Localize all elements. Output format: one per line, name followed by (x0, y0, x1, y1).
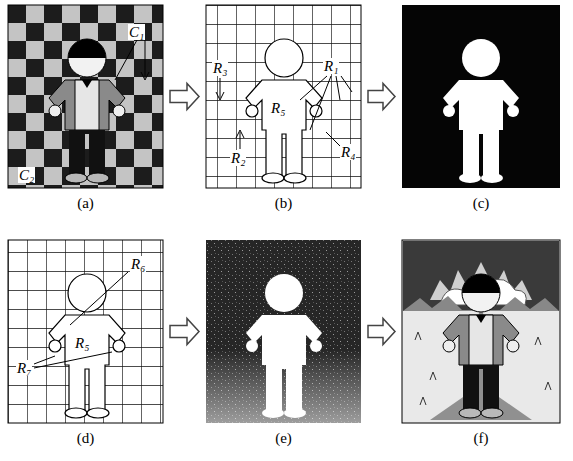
panel-caption: (c) (402, 194, 560, 212)
region-label: R₃ (212, 60, 228, 76)
panel-caption: (e) (206, 429, 361, 447)
region-label: C₁ (128, 24, 145, 40)
region-label: R₇ (16, 360, 32, 376)
image-panel: (c) (402, 5, 560, 212)
region-label: R₅ (74, 335, 90, 351)
hollow-arrow (368, 319, 395, 345)
hollow-arrow (170, 319, 199, 345)
region-label: R₆ (130, 256, 146, 272)
panel-caption: (d) (8, 429, 163, 447)
image-panel: (f) (402, 240, 560, 447)
panel-caption: (a) (8, 194, 163, 212)
region-label: R₅ (270, 100, 286, 116)
panel-caption: (f) (402, 429, 560, 447)
region-label: C₂ (18, 167, 35, 183)
image-panel: (e) (206, 240, 361, 447)
region-label: R₂ (230, 150, 246, 166)
hollow-arrow (170, 84, 199, 110)
panel-caption: (b) (206, 194, 361, 212)
region-label: R₄ (340, 144, 356, 160)
region-label: R₁ (323, 58, 339, 74)
hollow-arrow (368, 84, 395, 110)
